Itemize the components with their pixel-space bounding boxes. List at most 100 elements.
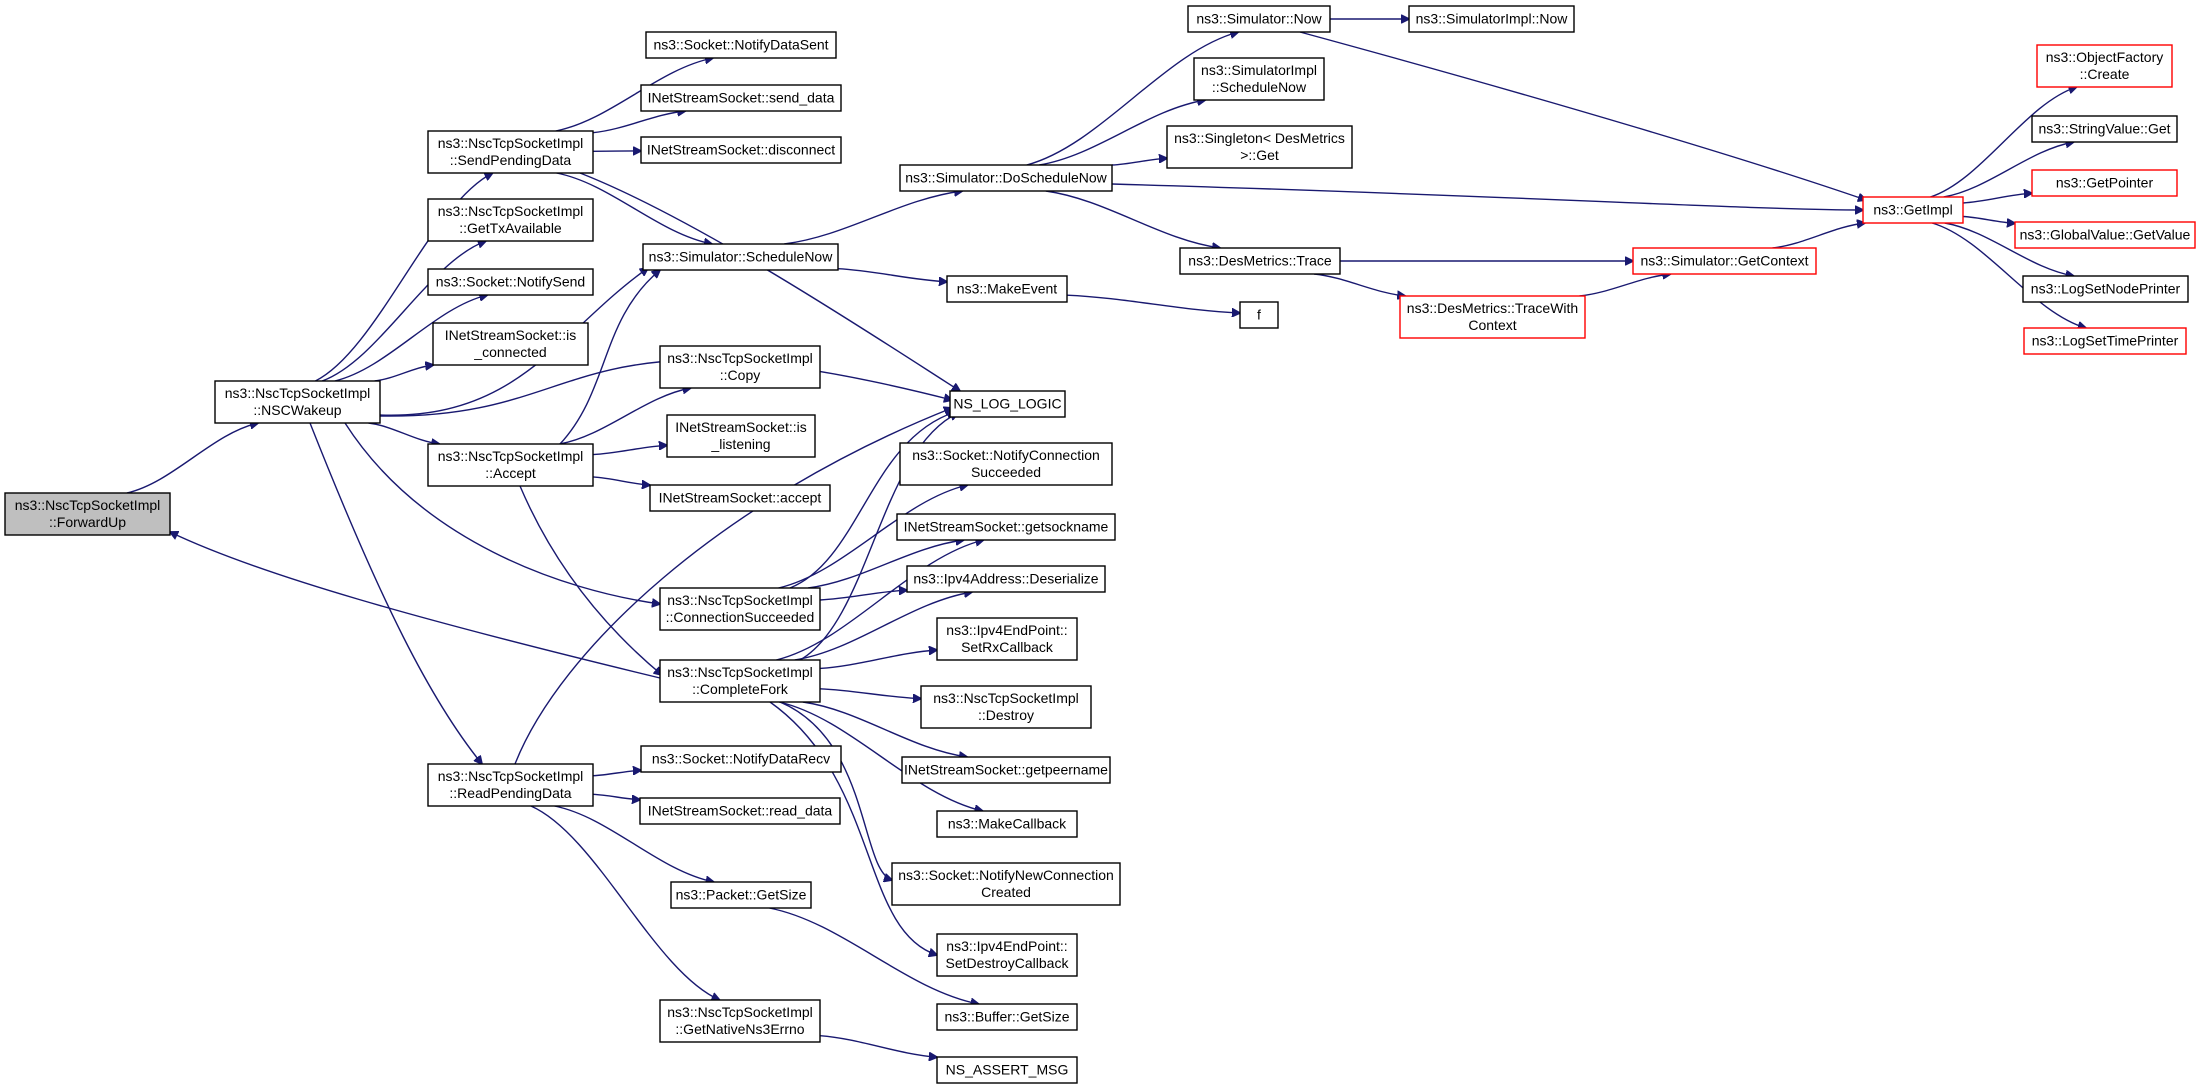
node-objfactory[interactable]: ns3::ObjectFactory::Create [2036,44,2173,88]
node-label-line: ::CompleteFork [692,681,789,697]
node-buffergetsize[interactable]: ns3::Buffer::GetSize [936,1003,1078,1031]
node-nslog[interactable]: NS_LOG_LOGIC [949,390,1066,418]
edge-readpending-to-notifydatarecv [592,770,641,777]
edge-completefork-to-notifynewconn [779,701,892,880]
node-makeevent[interactable]: ns3::MakeEvent [946,275,1068,303]
node-nscwakeup[interactable]: ns3::NscTcpSocketImpl::NSCWakeup [214,380,381,424]
node-simimplnow[interactable]: ns3::SimulatorImpl::Now [1408,5,1575,33]
node-box [659,659,821,703]
node-sendpending[interactable]: ns3::NscTcpSocketImpl::SendPendingData [427,130,594,174]
node-label-line: ::ReadPendingData [449,785,571,801]
node-box [640,745,842,773]
node-singleton[interactable]: ns3::Singleton< DesMetrics>::Get [1166,125,1353,169]
edge-nscwakeup-to-sendpending [315,173,492,382]
edge-nscwakeup-to-gettxavail [321,241,486,382]
edge-nscwakeup-to-readpending [309,422,482,764]
edge-nscwakeup-to-schedulenow [379,268,648,416]
node-senddata[interactable]: INetStreamSocket::send_data [640,84,842,112]
node-schedulenow[interactable]: ns3::Simulator::ScheduleNow [642,243,839,271]
node-packetgetsize[interactable]: ns3::Packet::GetSize [670,881,812,909]
node-label-line: _listening [710,436,770,452]
edge-accept-to-completefork [519,485,662,675]
node-label-line: ns3::GetImpl [1873,202,1952,218]
node-destrace[interactable]: ns3::DesMetrics::Trace [1179,247,1341,275]
node-globalvalue[interactable]: ns3::GlobalValue::GetValue [2014,221,2196,249]
node-notifydatasent[interactable]: ns3::Socket::NotifyDataSent [645,31,837,59]
node-connsucceeded[interactable]: ns3::NscTcpSocketImpl::ConnectionSucceed… [659,587,821,631]
node-copy[interactable]: ns3::NscTcpSocketImpl::Copy [659,345,821,389]
node-nsassert[interactable]: NS_ASSERT_MSG [936,1056,1078,1084]
node-destroy[interactable]: ns3::NscTcpSocketImpl::Destroy [920,685,1092,729]
node-lognodeprinter[interactable]: ns3::LogSetNodePrinter [2022,275,2189,303]
node-label-line: ns3::DesMetrics::Trace [1188,253,1332,269]
edge-getnativeerrno-to-nsassert [819,1035,937,1058]
node-label-line: ns3::Buffer::GetSize [944,1009,1069,1025]
node-accept[interactable]: ns3::NscTcpSocketImpl::Accept [427,443,594,487]
node-readdata[interactable]: INetStreamSocket::read_data [639,797,841,825]
node-stringvalue[interactable]: ns3::StringValue::Get [2031,115,2178,143]
node-box [1399,295,1586,339]
node-label-line: ns3::NscTcpSocketImpl [225,385,371,401]
node-doschedulenow[interactable]: ns3::Simulator::DoScheduleNow [899,164,1113,192]
node-label-line: ns3::NscTcpSocketImpl [667,350,813,366]
node-completefork[interactable]: ns3::NscTcpSocketImpl::CompleteFork [659,659,821,703]
edge-completefork-to-getpeername [802,701,967,757]
node-setrxcallback[interactable]: ns3::Ipv4EndPoint::SetRxCallback [936,617,1078,661]
node-box [1632,247,1817,275]
edge-completefork-to-deserialize [794,592,972,661]
node-getimpl[interactable]: ns3::GetImpl [1862,196,1964,224]
node-label-line: ::Create [2080,66,2130,82]
node-getcontext[interactable]: ns3::Simulator::GetContext [1632,247,1817,275]
node-getsockname[interactable]: INetStreamSocket::getsockname [896,513,1116,541]
node-label-line: >::Get [1240,147,1279,163]
edge-nscwakeup-to-notifysend [334,295,488,382]
node-label-line: ns3::SimulatorImpl::Now [1416,11,1569,27]
node-label-line: ns3::GlobalValue::GetValue [2020,227,2191,243]
node-setdestroycb[interactable]: ns3::Ipv4EndPoint::SetDestroyCallback [936,933,1078,977]
edge-schedulenow-to-doschedulenow [784,191,962,245]
node-box [427,443,594,487]
node-label-line: INetStreamSocket::is [445,327,577,343]
node-label-line: ns3::NscTcpSocketImpl [933,690,1079,706]
node-label-line: ns3::NscTcpSocketImpl [667,1004,813,1020]
node-label-line: ns3::ObjectFactory [2046,49,2164,65]
edge-layer [126,19,2086,1058]
node-notifydatarecv[interactable]: ns3::Socket::NotifyDataRecv [640,745,842,773]
node-label-line: ns3::Ipv4Address::Deserialize [913,571,1098,587]
node-label-line: Created [981,884,1031,900]
node-gettxavail[interactable]: ns3::NscTcpSocketImpl::GetTxAvailable [427,198,594,242]
node-isconnected[interactable]: INetStreamSocket::is_connected [432,322,589,366]
node-label-line: ns3::Simulator::GetContext [1640,253,1808,269]
node-islistening[interactable]: INetStreamSocket::is_listening [666,414,816,458]
node-getpeername[interactable]: INetStreamSocket::getpeername [901,756,1111,784]
edge-accept-to-copy [559,388,691,445]
node-box [1408,5,1575,33]
node-simimplsnow[interactable]: ns3::SimulatorImpl::ScheduleNow [1193,57,1325,101]
node-box [2036,44,2173,88]
node-label-line: ns3::Simulator::Now [1196,11,1322,27]
node-forwardup[interactable]: ns3::NscTcpSocketImpl::ForwardUp [4,492,171,536]
node-box [659,587,821,631]
node-f[interactable]: f [1239,301,1279,329]
node-getnativeerrno[interactable]: ns3::NscTcpSocketImpl::GetNativeNs3Errno [659,999,821,1043]
node-box [1862,196,1964,224]
node-notifysend[interactable]: ns3::Socket::NotifySend [427,268,594,296]
edge-connsucceeded-to-nslog [789,412,955,589]
node-box [1239,301,1279,329]
node-box [936,933,1078,977]
node-label-line: ns3::Socket::NotifyNewConnection [898,867,1114,883]
node-makecallback[interactable]: ns3::MakeCallback [936,810,1078,838]
node-inetaccept[interactable]: INetStreamSocket::accept [649,484,831,512]
node-simnow[interactable]: ns3::Simulator::Now [1187,5,1331,33]
node-disconnect[interactable]: INetStreamSocket::disconnect [640,136,842,164]
node-readpending[interactable]: ns3::NscTcpSocketImpl::ReadPendingData [427,763,594,807]
node-getpointer[interactable]: ns3::GetPointer [2031,169,2178,197]
node-logtimeprinter[interactable]: ns3::LogSetTimePrinter [2023,327,2187,355]
node-deserialize[interactable]: ns3::Ipv4Address::Deserialize [906,565,1106,593]
edge-sendpending-to-senddata [592,111,686,134]
node-label-line: ns3::NscTcpSocketImpl [667,664,813,680]
node-label-line: ns3::NscTcpSocketImpl [438,135,584,151]
